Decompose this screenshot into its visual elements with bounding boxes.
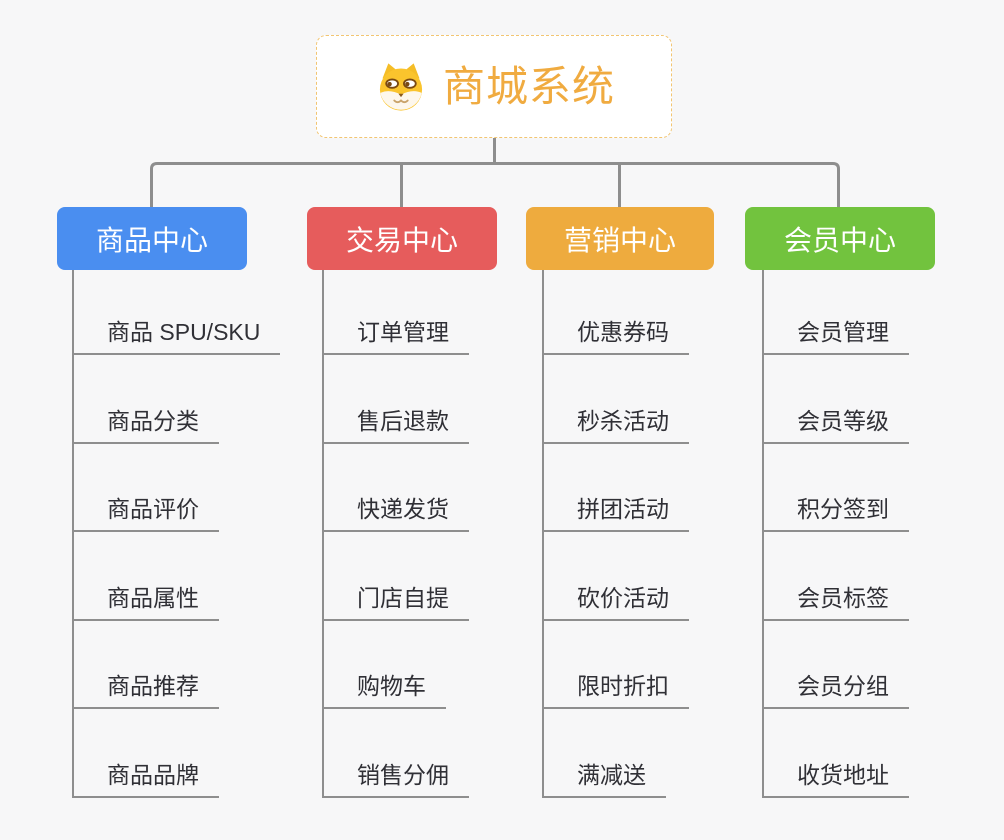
mindmap-node[interactable]: 商品品牌 xyxy=(72,709,219,798)
mindmap-node[interactable]: 商品评价 xyxy=(72,443,219,533)
mindmap-node[interactable]: 商品属性 xyxy=(72,532,219,621)
node-label: 优惠券码 xyxy=(577,319,669,345)
mindmap-node[interactable]: 商品推荐 xyxy=(72,620,219,710)
mindmap-node[interactable]: 快递发货 xyxy=(322,443,469,533)
mindmap-node[interactable]: 订单管理 xyxy=(322,270,469,355)
mindmap-node[interactable]: 会员管理 xyxy=(762,270,909,355)
shiba-dog-icon xyxy=(379,62,423,111)
mindmap-node[interactable]: 收货地址 xyxy=(762,709,909,798)
node-label: 会员等级 xyxy=(797,407,889,434)
node-label: 商品分类 xyxy=(107,407,199,434)
branch-header-marketing-center[interactable]: 营销中心 xyxy=(526,207,714,270)
node-label: 会员分组 xyxy=(797,673,889,700)
mindmap-node[interactable]: 会员分组 xyxy=(762,620,909,710)
mindmap-node[interactable]: 购物车 xyxy=(322,620,446,710)
node-label: 会员管理 xyxy=(797,319,889,345)
mindmap-node[interactable]: 砍价活动 xyxy=(542,532,689,621)
mindmap-node[interactable]: 优惠券码 xyxy=(542,270,689,355)
node-label: 商品评价 xyxy=(107,496,199,523)
node-label: 商品属性 xyxy=(107,584,199,611)
mindmap-node[interactable]: 门店自提 xyxy=(322,532,469,621)
root-node[interactable]: 商城系统 xyxy=(316,35,672,138)
node-label: 商品推荐 xyxy=(107,673,199,700)
mindmap-node[interactable]: 限时折扣 xyxy=(542,620,689,710)
branch-items-trade-center: 订单管理 售后退款 快递发货 门店自提 购物车 销售分佣 xyxy=(322,270,469,798)
node-label: 订单管理 xyxy=(357,319,449,345)
mindmap-node[interactable]: 售后退款 xyxy=(322,355,469,444)
branch-header-member-center[interactable]: 会员中心 xyxy=(745,207,935,270)
node-label: 会员标签 xyxy=(797,584,889,611)
node-label: 满减送 xyxy=(577,761,646,788)
node-label: 销售分佣 xyxy=(357,761,449,788)
root-title: 商城系统 xyxy=(442,62,615,110)
node-label: 门店自提 xyxy=(357,584,449,611)
mindmap-node[interactable]: 商品 SPU/SKU xyxy=(72,270,281,355)
mindmap-node[interactable]: 会员标签 xyxy=(762,532,909,621)
node-label: 售后退款 xyxy=(357,407,449,434)
node-label: 快递发货 xyxy=(357,496,449,523)
branch-header-trade-center[interactable]: 交易中心 xyxy=(307,207,497,270)
branch-items-member-center: 会员管理 会员等级 积分签到 会员标签 会员分组 收货地址 xyxy=(762,270,909,798)
node-label: 收货地址 xyxy=(797,761,889,788)
node-label: 商品品牌 xyxy=(107,761,199,788)
node-label: 积分签到 xyxy=(797,496,889,523)
mindmap-node[interactable]: 拼团活动 xyxy=(542,443,689,533)
node-label: 砍价活动 xyxy=(577,584,669,611)
mindmap-node[interactable]: 商品分类 xyxy=(72,355,219,444)
branch-header-product-center[interactable]: 商品中心 xyxy=(57,207,247,270)
node-label: 商品 SPU/SKU xyxy=(107,319,261,345)
branch-items-marketing-center: 优惠券码 秒杀活动 拼团活动 砍价活动 限时折扣 满减送 xyxy=(542,270,689,798)
mindmap-node[interactable]: 满减送 xyxy=(542,709,666,798)
mindmap-node[interactable]: 销售分佣 xyxy=(322,709,469,798)
node-label: 秒杀活动 xyxy=(577,407,669,434)
mindmap-node[interactable]: 积分签到 xyxy=(762,443,909,533)
mindmap-node[interactable]: 秒杀活动 xyxy=(542,355,689,444)
mindmap-node[interactable]: 会员等级 xyxy=(762,355,909,444)
branch-items-product-center: 商品 SPU/SKU 商品分类 商品评价 商品属性 商品推荐 商品品牌 xyxy=(72,270,281,798)
node-label: 购物车 xyxy=(357,673,426,700)
node-label: 拼团活动 xyxy=(577,496,669,523)
node-label: 限时折扣 xyxy=(577,673,669,700)
